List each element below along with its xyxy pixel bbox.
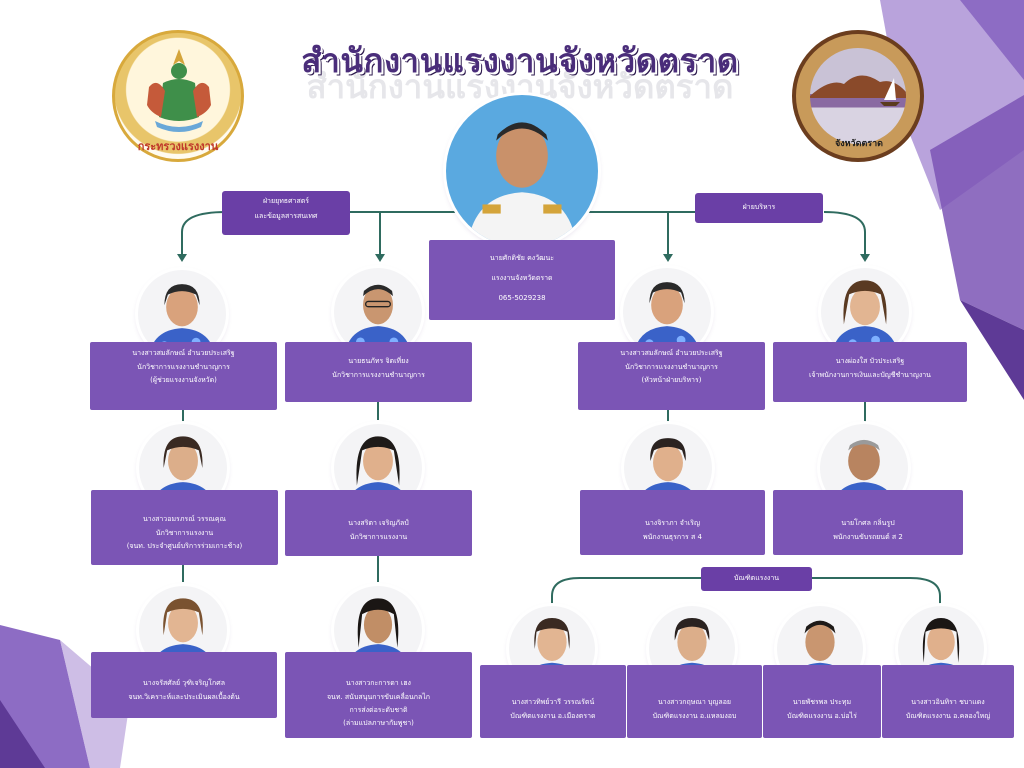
page-title: สำนักงานแรงงานจังหวัดตราด [301,41,739,80]
staff-card-s1: นางสาวสมลักษณ์ อำนวยประเสริฐ นักวิชาการแ… [90,342,277,410]
ministry-seal-text: กระทรวงแรงงาน [137,140,219,153]
staff-position: นักวิชาการแรงงาน [349,533,408,541]
staff-note: (ผู้ช่วยแรงงานจังหวัด) [150,376,217,384]
staff-name: นางผ่องใส บัวประเสริฐ [835,357,905,365]
dept-strategy-line1: ฝ่ายยุทธศาสตร์ [262,197,310,205]
staff-card-s5: นางจรัสศัลย์ วุฑิเจริญโกศล จนท.วิเคราะห์… [91,652,277,718]
staff-card-a3: นางจิราภา จำเริญ พนักงานธุรการ ส 4 [580,490,765,555]
staff-position: นักวิชาการแรงงาน [155,529,214,537]
staff-note: (จนท. ประจำศูนย์บริการร่วมเกาะช้าง) [126,542,243,550]
chief-photo [446,95,598,247]
staff-name: นายพัชรพล ประทุม [792,698,852,706]
staff-card-s4: นางสริตา เจริญภัลป์ นักวิชาการแรงงาน [285,490,472,556]
staff-name: นางสาวกะการดา เฮง [346,679,411,687]
chief-card: นายศักดิชัย คงวัฒนะ แรงงานจังหวัดตราด 06… [429,240,615,320]
ministry-seal-logo: กระทรวงแรงงาน [112,30,244,162]
staff-photo [821,268,909,356]
chief-position: แรงงานจังหวัดตราด [491,274,553,282]
dept-graduates-label: บัณฑิตแรงงาน [701,567,812,591]
chief-name: นายศักดิชัย คงวัฒนะ [489,254,555,262]
staff-position: พนักงานขับรถยนต์ ส 2 [833,533,903,541]
province-seal-logo: จังหวัดตราด [792,30,924,162]
staff-position: นักวิชาการแรงงานชำนาญการ [332,371,425,379]
staff-card-g3: นายพัชรพล ประทุม บัณฑิตแรงงาน อ.บ่อไร่ [763,665,881,738]
staff-position: นักวิชาการแรงงานชำนาญการ [137,363,230,371]
staff-position: บัณฑิตแรงงาน อ.เมืองตราด [510,712,596,720]
staff-name: นางสาวอมรภรณ์ วรรณคุณ [142,515,227,523]
staff-card-a4: นายโกศล กลิ่นรูป พนักงานขับรถยนต์ ส 2 [773,490,963,555]
staff-name: นางสาวอินทิรา ชบาแดง [911,698,985,706]
province-seal-text: จังหวัดตราด [834,139,884,149]
staff-card-s2: นายธนภัทร จิตเที่ยง นักวิชาการแรงงานชำนา… [285,342,472,402]
staff-position: เจ้าพนักงานการเงินและบัญชีชำนาญงาน [809,371,931,379]
staff-name: นายธนภัทร จิตเที่ยง [348,357,409,365]
staff-position: นักวิชาการแรงงานชำนาญการ [625,363,718,371]
dept-strategy-line2: และข้อมูลสารสนเทศ [254,212,318,220]
staff-position: บัณฑิตแรงงาน อ.แหลมงอบ [652,712,737,720]
staff-note: การส่งต่อระดับชาติ [349,706,408,714]
staff-name: นางสาวสมลักษณ์ อำนวยประเสริฐ [132,349,235,357]
deity-figure-icon [147,49,211,132]
staff-card-g2: นางสาวกฤษณา บุญลอย บัณฑิตแรงงาน อ.แหลมงอ… [627,665,762,738]
staff-name: นางสริตา เจริญภัลป์ [348,519,409,527]
staff-photo [334,586,422,674]
staff-name: นางสาวสมลักษณ์ อำนวยประเสริฐ [620,349,723,357]
staff-name: นางสาวกฤษณา บุญลอย [657,698,731,706]
staff-position: พนักงานธุรการ ส 4 [643,533,702,541]
dept-admin-line1: ฝ่ายบริหาร [742,203,776,211]
island-boat-icon [810,75,906,106]
staff-position: จนท.วิเคราะห์และประเมินผลเบื้องต้น [128,693,240,701]
staff-note: (หัวหน้าฝ่ายบริหาร) [641,376,702,384]
staff-photo [334,268,422,356]
staff-name: นางจรัสศัลย์ วุฑิเจริญโกศล [142,679,226,687]
staff-position: บัณฑิตแรงงาน อ.คลองใหญ่ [905,712,991,720]
staff-card-a1: นางสาวสมลักษณ์ อำนวยประเสริฐ นักวิชาการแ… [578,342,765,410]
staff-note-2: (ล่ามแปลภาษากัมพูชา) [343,719,414,727]
staff-name: นายโกศล กลิ่นรูป [841,519,895,527]
province-seal-scene [810,48,906,144]
person-portrait-icon [446,95,598,247]
staff-name: นางสาวทิพย์วารี วรรณรัตน์ [511,698,595,706]
staff-card-s3: นางสาวอมรภรณ์ วรรณคุณ นักวิชาการแรงงาน (… [91,490,278,565]
dept-admin-label: ฝ่ายบริหาร [695,193,823,223]
staff-position: จนท. สนับสนุนการขับเคลื่อนกลไก [326,693,431,701]
dept-strategy-label: ฝ่ายยุทธศาสตร์ และข้อมูลสารสนเทศ [222,191,350,235]
staff-name: นางจิราภา จำเริญ [645,519,700,527]
staff-card-g4: นางสาวอินทิรา ชบาแดง บัณฑิตแรงงาน อ.คลอง… [882,665,1014,738]
staff-card-s6: นางสาวกะการดา เฮง จนท. สนับสนุนการขับเคล… [285,652,472,738]
staff-card-g1: นางสาวทิพย์วารี วรรณรัตน์ บัณฑิตแรงงาน อ… [480,665,626,738]
staff-position: บัณฑิตแรงงาน อ.บ่อไร่ [787,712,857,720]
dept-graduates-line1: บัณฑิตแรงงาน [733,574,780,582]
staff-card-a2: นางผ่องใส บัวประเสริฐ เจ้าพนักงานการเงิน… [773,342,967,402]
chief-phone: 065-5029238 [498,294,546,302]
